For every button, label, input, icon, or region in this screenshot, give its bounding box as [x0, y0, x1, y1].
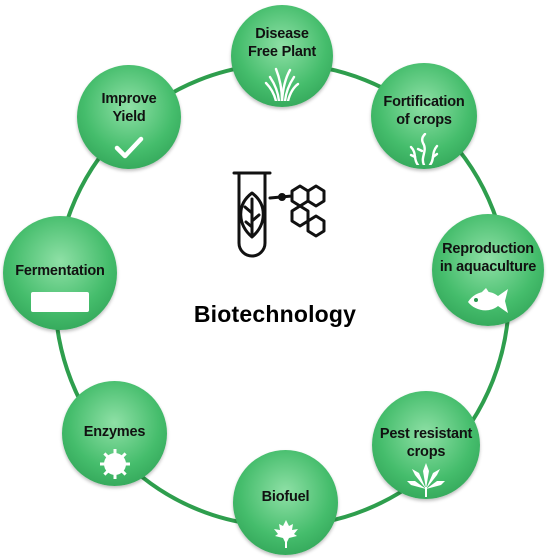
grass-icon [264, 67, 300, 101]
node-biofuel: Biofuel [233, 450, 338, 555]
node-fermentation: Fermentation [3, 216, 117, 330]
node-enzymes: Enzymes [62, 381, 167, 486]
node-reproduction-in-aquaculture: Reproduction in aquaculture [432, 214, 544, 326]
node-fortification-of-crops: Fortification of crops [371, 63, 477, 169]
fish-icon [468, 288, 508, 313]
node-label: Biofuel [261, 489, 310, 505]
node-label: Fermentation [15, 263, 105, 279]
maple-leaf-icon [273, 520, 298, 548]
node-label: Fortification of crops [383, 94, 465, 128]
white-bar-icon [31, 292, 89, 312]
node-pest-resistant-crops: Pest resistant crops [372, 391, 480, 499]
cannabis-leaf-icon [407, 463, 445, 497]
node-label: Enzymes [83, 424, 146, 440]
node-label: Pest resistant crops [379, 426, 473, 460]
node-label: Disease Free Plant [247, 26, 317, 60]
node-label: Improve Yield [101, 91, 157, 125]
node-disease-free-plant: Disease Free Plant [231, 5, 333, 107]
center-title: Biotechnology [193, 301, 357, 327]
test-tube-leaf-molecule-icon [232, 171, 326, 258]
gear-icon [99, 449, 130, 479]
node-label: Reproduction in aquaculture [439, 241, 537, 275]
node-improve-yield: Improve Yield [77, 65, 181, 169]
checkmark-icon [114, 136, 144, 159]
seaweed-icon [409, 133, 439, 165]
